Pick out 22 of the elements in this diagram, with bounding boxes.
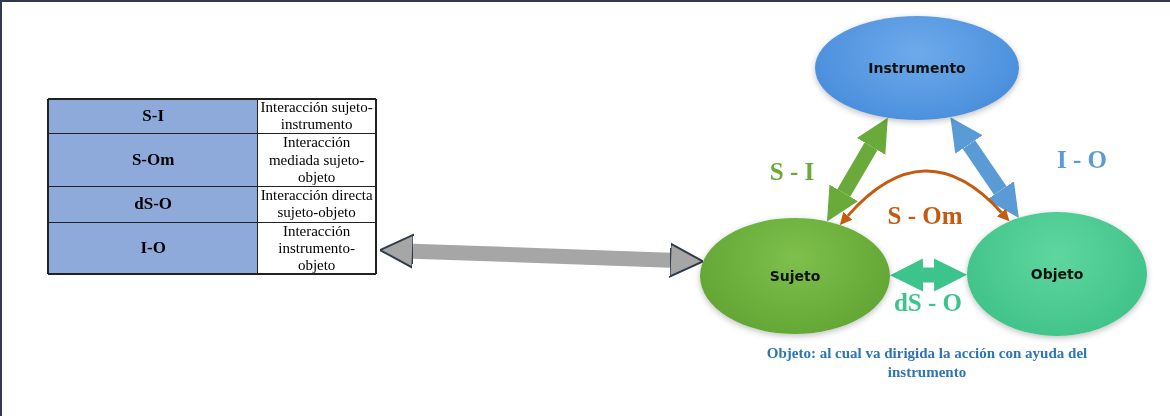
edge-label: S - I xyxy=(769,158,815,186)
node-label: Objeto xyxy=(1030,266,1084,282)
curved-arrow xyxy=(839,169,1010,225)
edge-label: I - O xyxy=(1057,146,1107,174)
node-label: Sujeto xyxy=(769,268,821,284)
abbreviation-cell: S-I xyxy=(48,98,258,134)
abbreviation-cell: I-O xyxy=(48,222,258,275)
abbreviation-cell: dS-O xyxy=(48,186,258,222)
double-arrow xyxy=(890,258,967,292)
double-arrow xyxy=(379,233,705,278)
description-cell: Interacción sujeto-instrumento xyxy=(257,98,376,134)
table xyxy=(48,100,376,273)
double-arrow xyxy=(950,117,1019,218)
edge-label: dS - O xyxy=(893,289,963,317)
double-arrow xyxy=(827,117,888,222)
caption: Objeto: al cual va dirigida la acción con ayuda del instrumento xyxy=(765,344,1089,382)
description-cell: Interacción directa sujeto-objeto xyxy=(257,186,376,222)
node-label: Instrumento xyxy=(868,60,966,76)
abbreviation-cell: S-Om xyxy=(48,133,258,187)
description-cell: Interacción mediada sujeto-objeto xyxy=(257,133,376,187)
description-cell: Interacción instrumento-objeto xyxy=(257,222,376,275)
edge-label: S - Om xyxy=(887,202,963,230)
